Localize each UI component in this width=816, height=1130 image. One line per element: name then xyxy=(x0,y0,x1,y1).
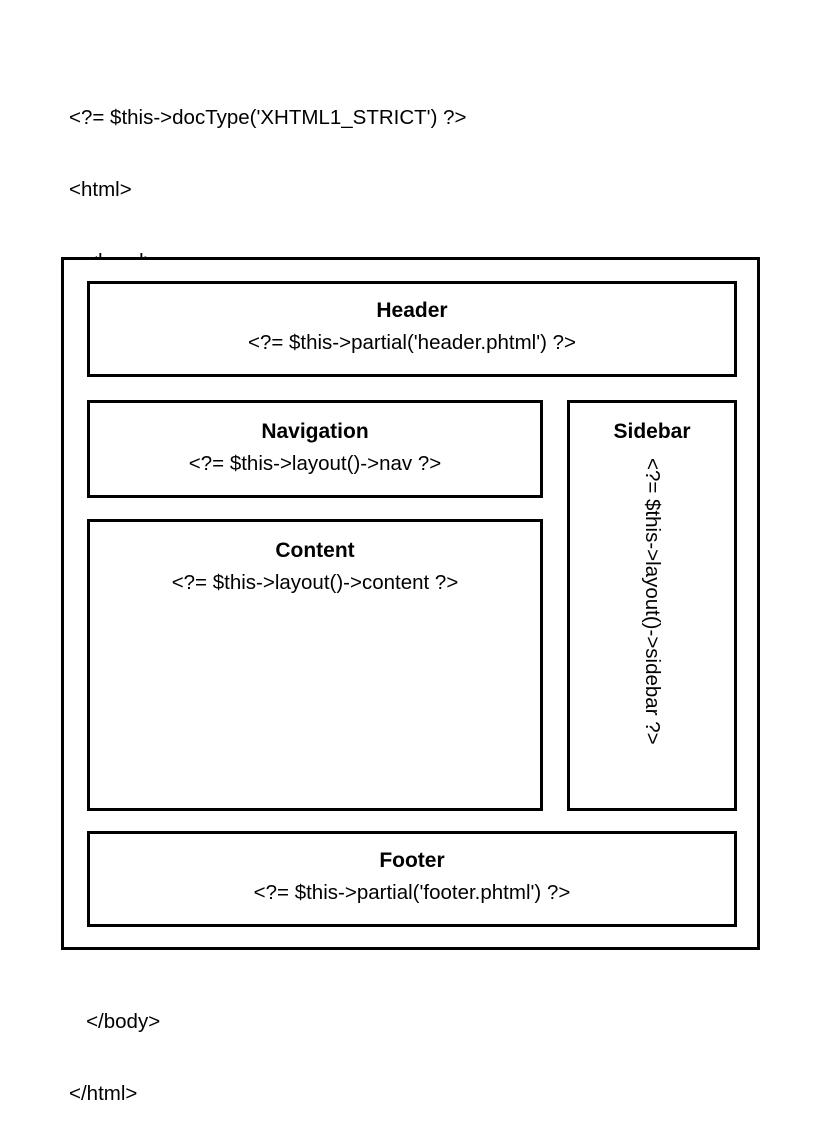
region-navigation-code: <?= $this->layout()->nav ?> xyxy=(188,452,442,475)
region-content-code: <?= $this->layout()->content ?> xyxy=(171,571,459,594)
region-content: Content <?= $this->layout()->content ?> xyxy=(87,519,543,811)
region-footer: Footer <?= $this->partial('footer.phtml'… xyxy=(87,831,737,927)
code-line-body-close: </body> xyxy=(69,1010,161,1033)
region-header-title: Header xyxy=(376,299,448,322)
region-header: Header <?= $this->partial('header.phtml'… xyxy=(87,281,737,377)
layout-frame: Header <?= $this->partial('header.phtml'… xyxy=(61,257,760,950)
code-line-doctype: <?= $this->docType('XHTML1_STRICT') ?> xyxy=(69,106,467,129)
region-sidebar: Sidebar <?= $this->layout()->sidebar ?> xyxy=(567,400,737,811)
region-footer-code: <?= $this->partial('footer.phtml') ?> xyxy=(253,881,571,904)
region-content-title: Content xyxy=(275,539,355,562)
region-sidebar-code: <?= $this->layout()->sidebar ?> xyxy=(641,458,664,745)
region-navigation: Navigation <?= $this->layout()->nav ?> xyxy=(87,400,543,498)
region-header-code: <?= $this->partial('header.phtml') ?> xyxy=(247,331,577,354)
region-footer-title: Footer xyxy=(379,849,445,872)
region-sidebar-code-wrap: <?= $this->layout()->sidebar ?> xyxy=(570,458,734,808)
code-line-html-open: <html> xyxy=(69,178,132,201)
region-navigation-title: Navigation xyxy=(261,420,369,443)
code-block-bottom: </body> </html> xyxy=(69,962,160,1130)
region-sidebar-title: Sidebar xyxy=(613,420,691,443)
code-line-html-close: </html> xyxy=(69,1082,138,1105)
